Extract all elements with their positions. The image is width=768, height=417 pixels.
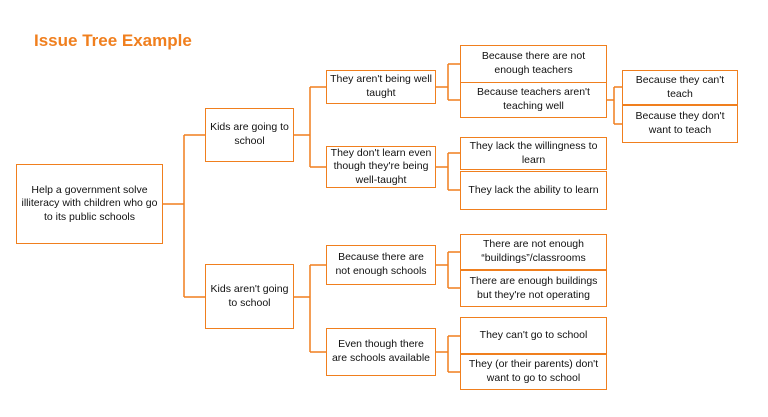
connector-not-taught (436, 63, 460, 101)
node-not-well-taught: They aren't being well taught (326, 70, 436, 104)
node-buildings-not-operating: There are enough buildings but they're n… (460, 270, 607, 307)
node-root: Help a government solve illiteracy with … (16, 164, 163, 244)
connector-teachers-not-teaching (607, 86, 622, 125)
node-kids-going: Kids are going to school (205, 108, 294, 162)
node-lack-ability: They lack the ability to learn (460, 171, 607, 210)
node-not-enough-buildings: There are not enough “buildings”/classro… (460, 234, 607, 270)
connector-root (163, 134, 205, 298)
connector-not-going (294, 264, 326, 353)
node-teachers-not-teaching-well: Because teachers aren't teaching well (460, 82, 607, 118)
connector-schools-available (436, 335, 460, 373)
diagram-title: Issue Tree Example (34, 31, 192, 50)
node-dont-want-to-go: They (or their parents) don't want to go… (460, 354, 607, 390)
node-schools-available: Even though there are schools available (326, 328, 436, 376)
node-kids-not-going: Kids aren't going to school (205, 264, 294, 329)
connector-going (294, 86, 326, 168)
connector-dont-learn (436, 152, 460, 191)
node-dont-learn: They don't learn even though they're bei… (326, 146, 436, 188)
node-dont-want-to-teach: Because they don't want to teach (622, 105, 738, 143)
node-not-enough-teachers: Because there are not enough teachers (460, 45, 607, 83)
node-cant-teach: Because they can't teach (622, 70, 738, 105)
connector-not-enough-schools (436, 251, 460, 289)
node-not-enough-schools: Because there are not enough schools (326, 245, 436, 285)
node-cant-go: They can't go to school (460, 317, 607, 354)
node-lack-willingness: They lack the willingness to learn (460, 137, 607, 170)
